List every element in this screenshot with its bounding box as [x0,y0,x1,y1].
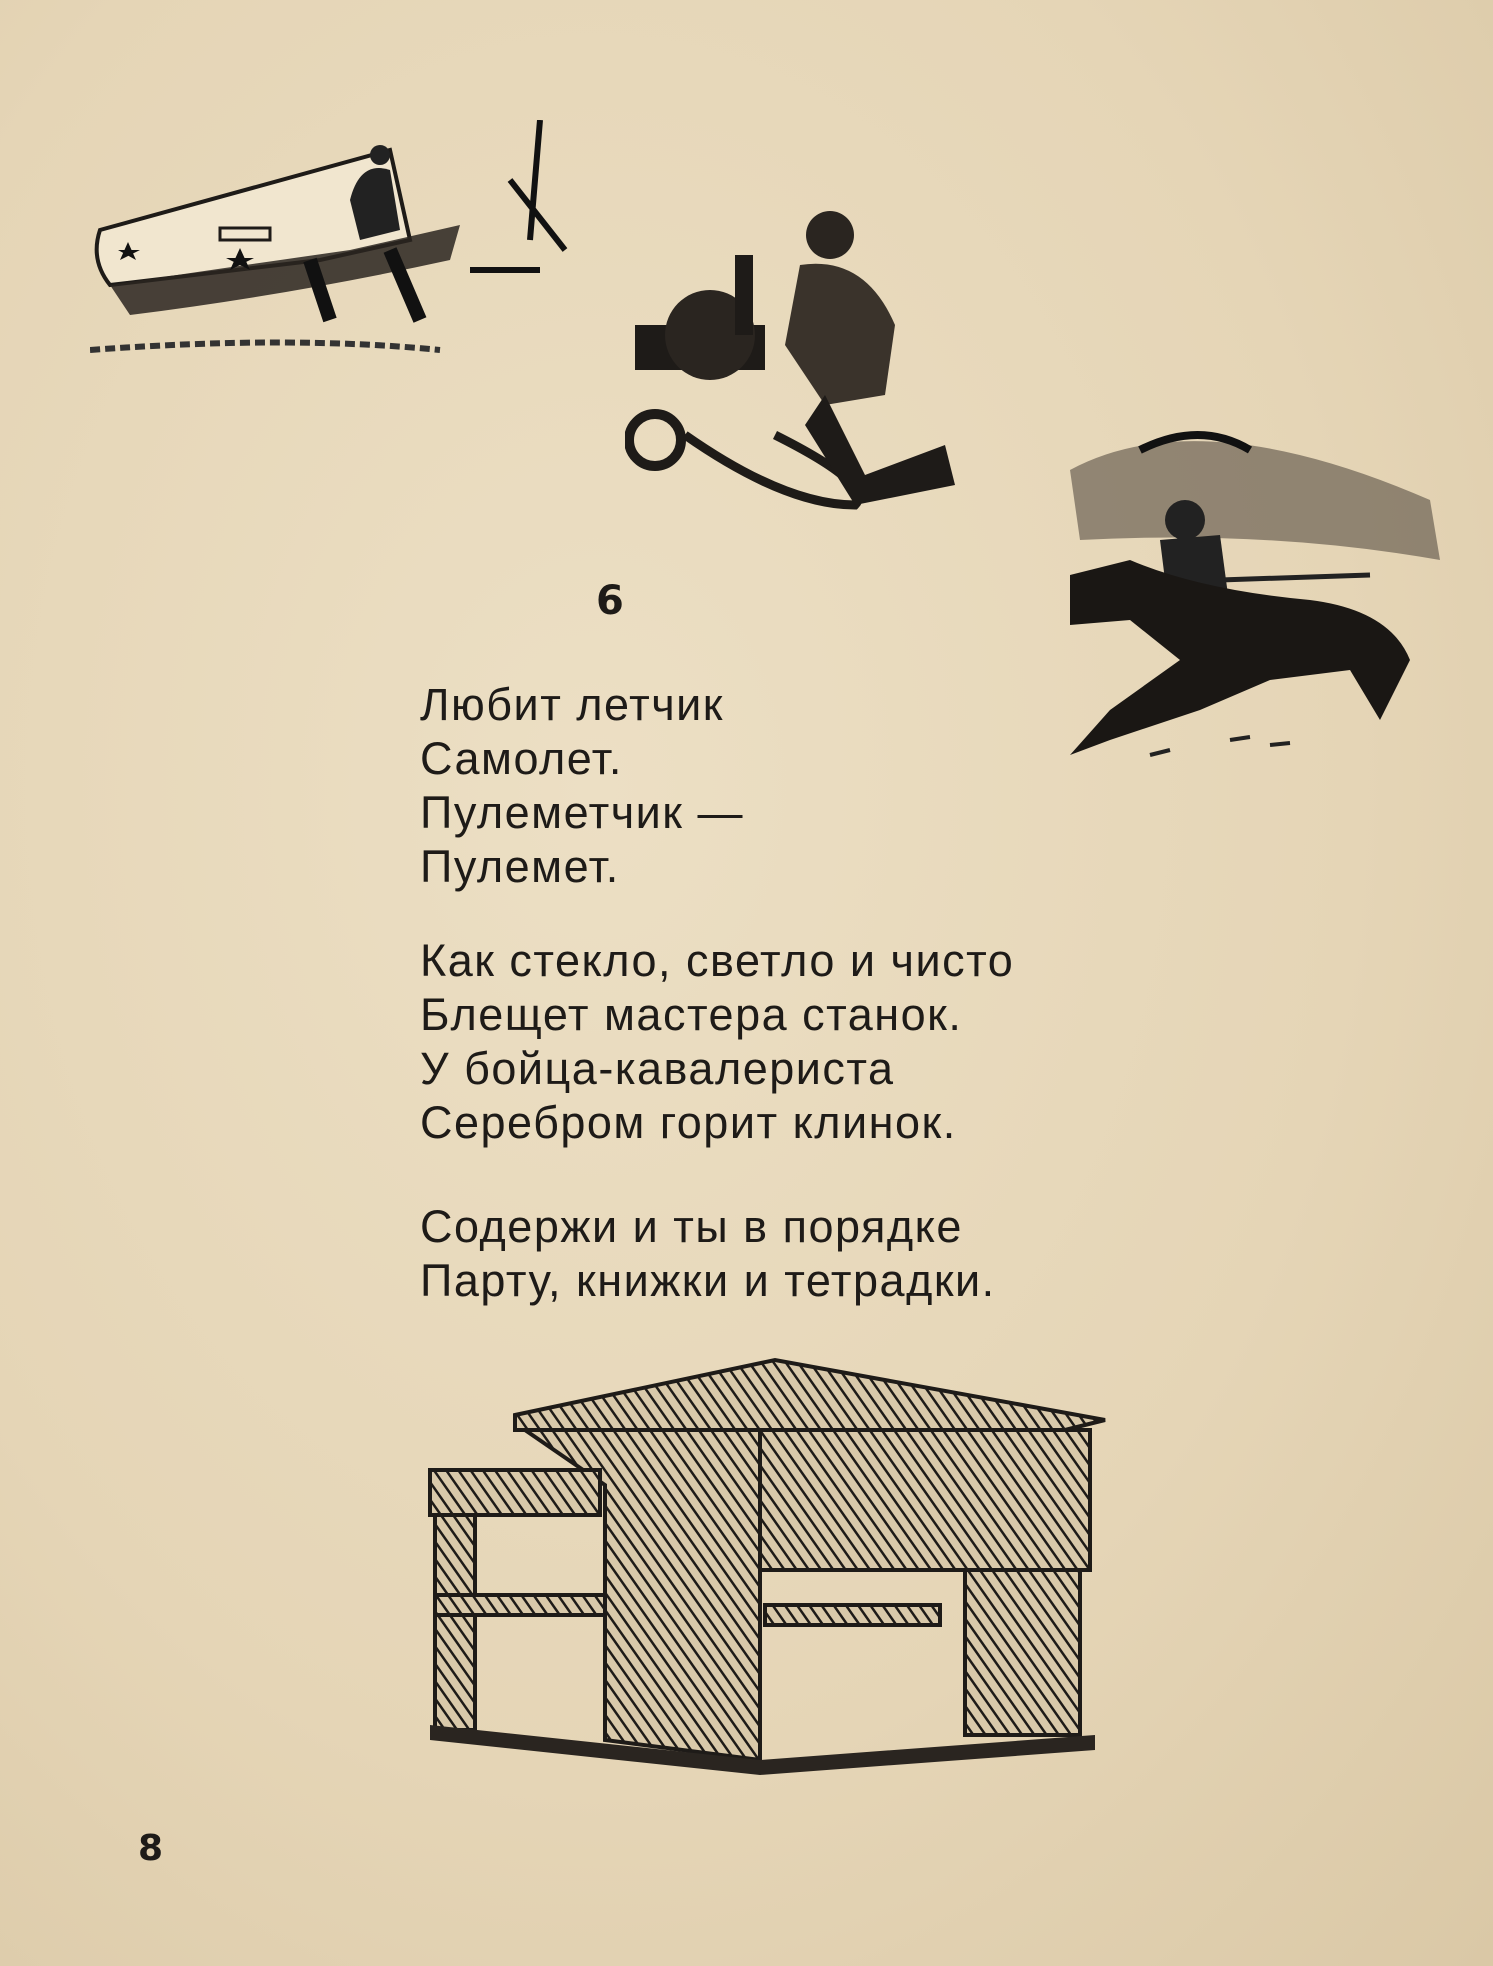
page-number: 8 [138,1828,164,1869]
cavalryman-illustration [1070,431,1440,757]
verse-line: Как стекло, светло и чисто [420,935,1015,986]
verse-line: Содержи и ты в порядке [420,1201,963,1252]
verse-line: Пулеметчик — [420,787,744,838]
section-number: 6 [596,578,624,624]
airplane-illustration [90,120,568,353]
stanza-3: Содержи и ты в порядке Парту, книжки и т… [420,1200,996,1308]
verse-line: Самолет. [420,733,623,784]
verse-line: Любит летчик [420,679,724,730]
school-desk-illustration [428,1357,1106,1775]
verse-line: Серебром горит клинок. [420,1097,957,1148]
verse-line: Блещет мастера станок. [420,989,963,1040]
machine-gunner-illustration [625,211,955,510]
verse-line: Пулемет. [420,841,620,892]
verse-line: У бойца-кавалериста [420,1043,895,1094]
verse-line: Парту, книжки и тетрадки. [420,1255,996,1306]
stanza-2: Как стекло, светло и чисто Блещет мастер… [420,934,1014,1150]
stanza-1: Любит летчик Самолет. Пулеметчик — Пулем… [420,678,744,894]
